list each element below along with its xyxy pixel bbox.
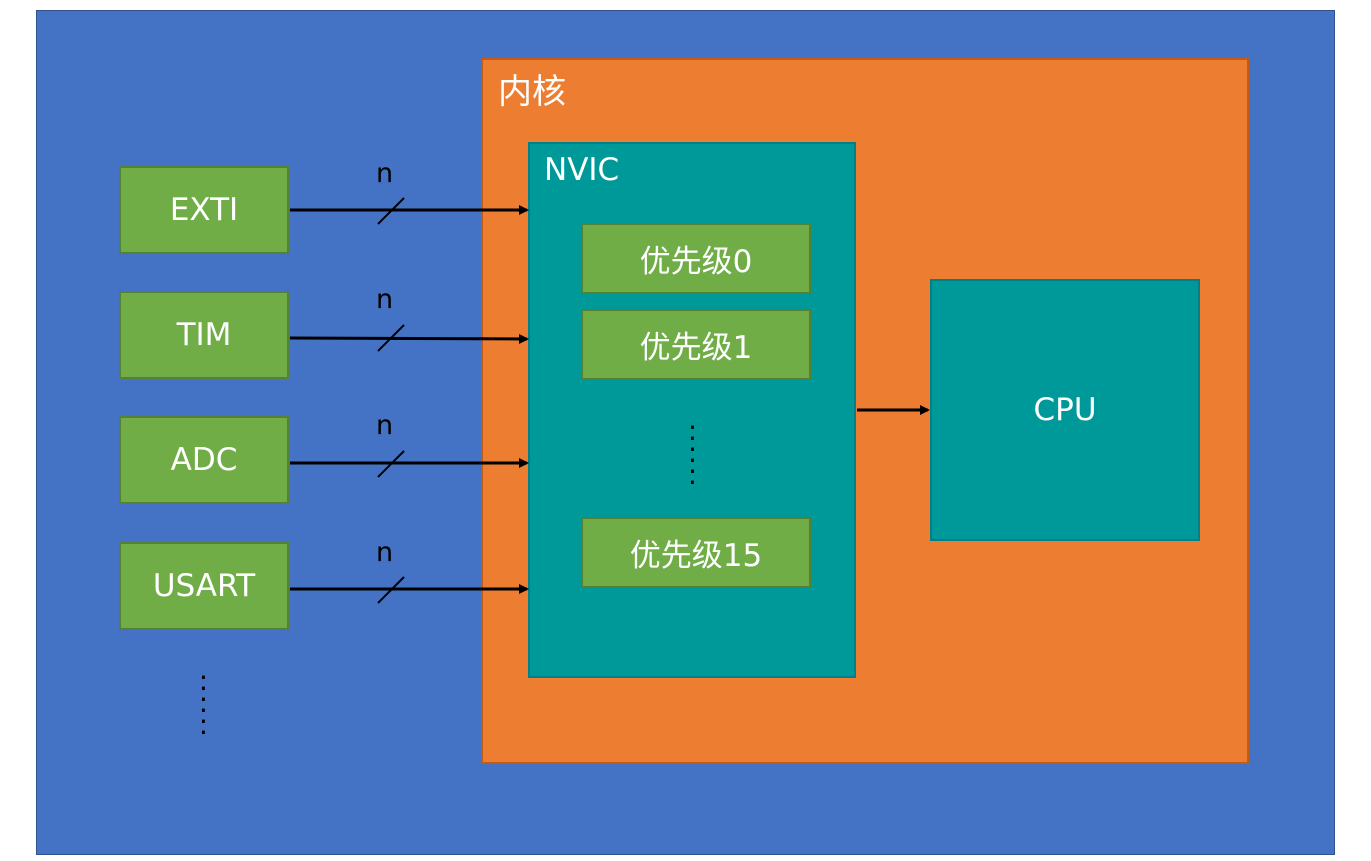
bus-width-label: n: [376, 158, 394, 189]
tim-connector-arrow: [289, 324, 529, 352]
kernel-title: 内核: [498, 72, 566, 112]
exti-connector-arrow: [290, 197, 529, 225]
bus-width-label: n: [376, 410, 394, 441]
source-exti: EXTI: [119, 166, 289, 254]
source-ellipsis: ......: [199, 653, 208, 741]
source-tim: TIM: [119, 291, 289, 379]
priority-1-block: 优先级1: [581, 309, 811, 380]
source-usart: USART: [119, 542, 289, 630]
bus-width-label: n: [376, 284, 394, 315]
usart-connector-arrow: [290, 576, 529, 604]
priority-ellipsis: ......: [688, 403, 697, 491]
source-adc: ADC: [119, 416, 289, 504]
adc-connector-arrow: [290, 450, 529, 478]
nvic-title: NVIC: [544, 152, 620, 188]
priority-0-block: 优先级0: [581, 223, 811, 294]
cpu-block: CPU: [930, 279, 1200, 541]
priority-15-block: 优先级15: [581, 517, 811, 588]
bus-width-label: n: [376, 537, 394, 568]
